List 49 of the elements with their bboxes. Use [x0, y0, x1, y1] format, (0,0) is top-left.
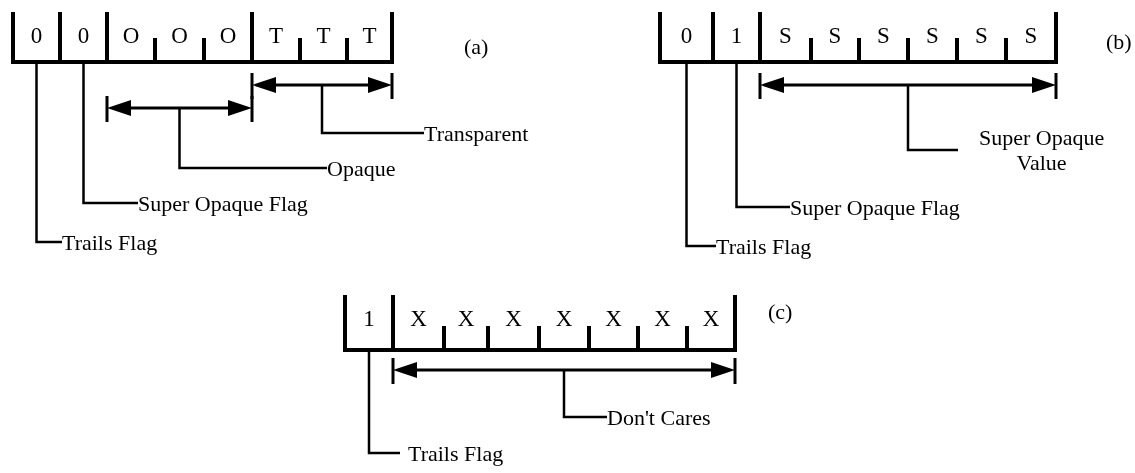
bit-field: O [107, 14, 155, 62]
bit-field: O [155, 14, 204, 62]
bit-field: O [204, 14, 252, 62]
leader-line [562, 370, 607, 419]
callout-label: Transparent [424, 120, 529, 146]
panel-label: (a) [464, 36, 489, 58]
callout-label: Super Opaque Value [958, 124, 1126, 176]
dimension-line [391, 356, 737, 386]
bit-field: X [488, 297, 539, 350]
bit-field: 0 [60, 14, 107, 62]
dimension-line [250, 71, 394, 101]
callout-label: Trails Flag [62, 229, 158, 255]
bit-field: X [687, 297, 735, 350]
bit-field: X [444, 297, 488, 350]
callout-label: Trails Flag [400, 440, 504, 466]
bit-field: S [859, 14, 908, 62]
callout-label: Opaque [327, 155, 396, 181]
bit-field: 0 [13, 14, 60, 62]
leader-line [685, 62, 716, 248]
bit-field: X [589, 297, 638, 350]
callout-label: Trails Flag [716, 233, 812, 259]
callout-label: Super Opaque Flag [790, 194, 960, 220]
bit-field: 0 [660, 14, 713, 62]
leader-line [735, 62, 790, 209]
callout-label: Don't Cares [607, 404, 711, 430]
panel-label: (b) [1106, 31, 1132, 53]
bit-field: S [1006, 14, 1056, 62]
leader-line [82, 62, 138, 205]
bit-field: 1 [345, 297, 393, 350]
leader-line [178, 108, 327, 170]
leader-line [320, 85, 424, 135]
dimension-line [758, 71, 1058, 101]
bit-field: S [760, 14, 811, 62]
bit-field: S [957, 14, 1006, 62]
dimension-line [105, 94, 254, 124]
panel-label: (c) [768, 301, 793, 323]
bit-field: T [252, 14, 300, 62]
leader-line [35, 62, 62, 244]
bit-field: S [908, 14, 957, 62]
bit-field: X [393, 297, 444, 350]
leader-line [367, 350, 400, 455]
callout-label: Super Opaque Flag [138, 190, 308, 216]
bit-field: X [539, 297, 589, 350]
bit-field: 1 [713, 14, 760, 62]
bit-field: T [300, 14, 347, 62]
bit-field: T [347, 14, 392, 62]
bit-field: S [811, 14, 859, 62]
leader-line [906, 85, 958, 152]
bit-field: X [638, 297, 687, 350]
